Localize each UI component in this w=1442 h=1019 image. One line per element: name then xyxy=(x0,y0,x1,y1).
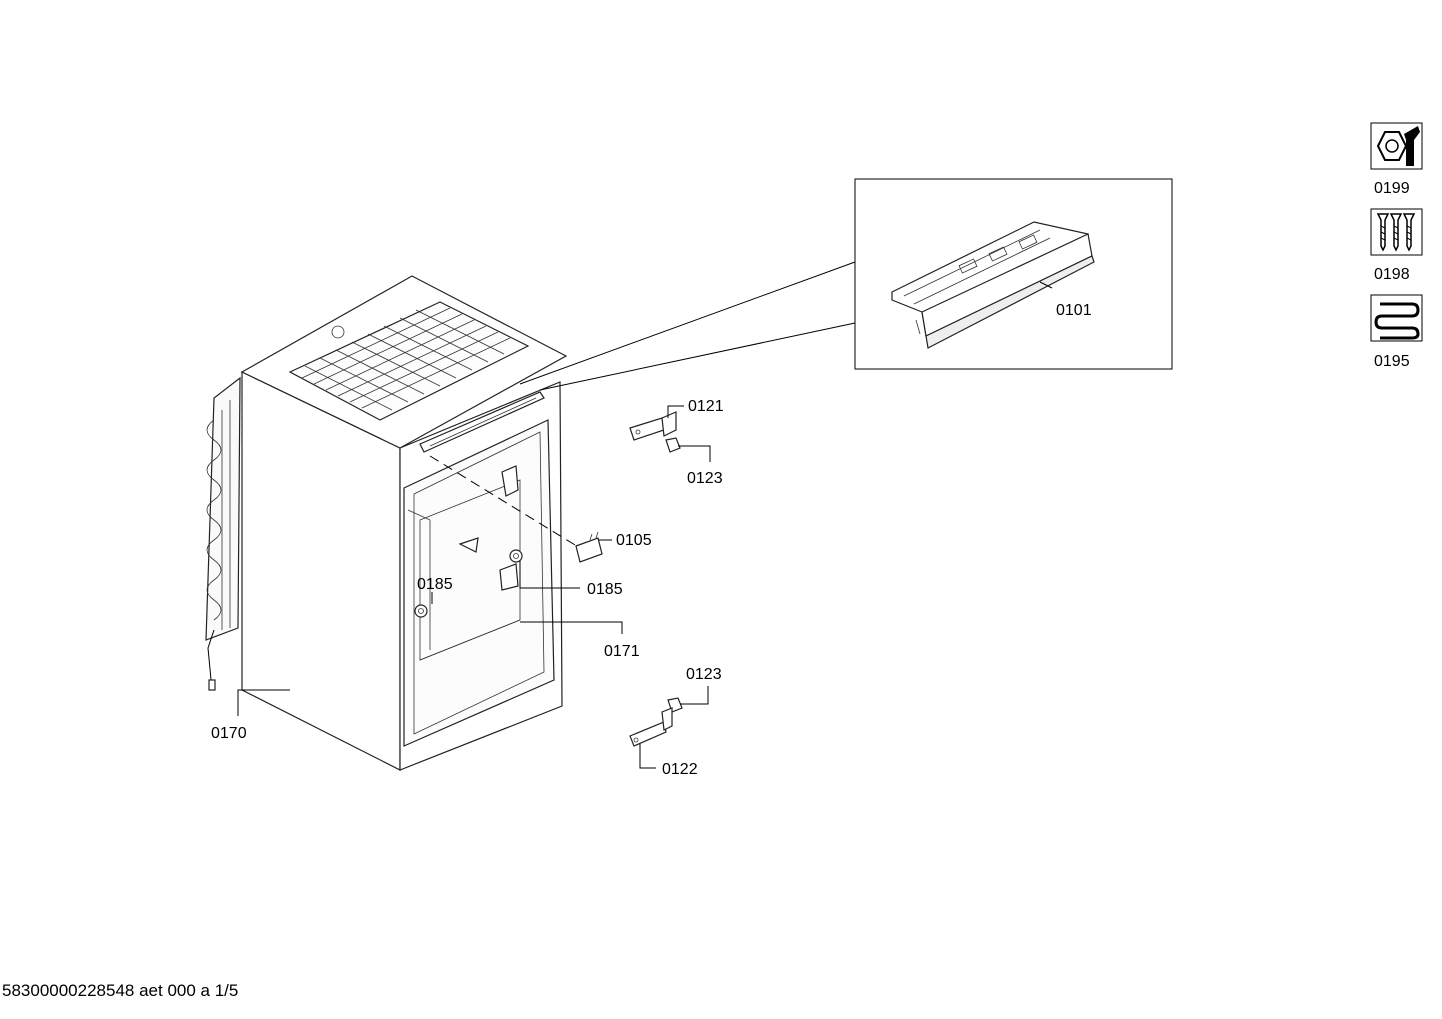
label-0195: 0195 xyxy=(1374,353,1410,370)
callout-line-bottom xyxy=(539,322,856,391)
label-0198: 0198 xyxy=(1374,266,1410,283)
label-0122: 0122 xyxy=(662,761,698,778)
lower-hinge-bracket xyxy=(629,707,673,747)
document-footer: 58300000228548 aet 000 a 1/5 xyxy=(2,981,239,1000)
detail-zoom-box xyxy=(854,178,1173,370)
cabinet-body xyxy=(240,275,581,771)
control-module xyxy=(891,221,1095,349)
label-0123-top: 0123 xyxy=(687,470,723,487)
leader-0101 xyxy=(1039,281,1053,289)
leader-0122 xyxy=(639,744,656,769)
label-0123-bottom: 0123 xyxy=(686,666,722,683)
callout-line-top xyxy=(519,261,856,385)
nut-wrench-icon xyxy=(1370,122,1423,170)
upper-hinge-pin xyxy=(665,437,681,453)
leader-0123-bottom xyxy=(680,686,709,705)
label-0170: 0170 xyxy=(211,725,247,742)
label-0171: 0171 xyxy=(604,643,640,660)
screws-icon xyxy=(1370,208,1423,256)
condenser-coil xyxy=(205,376,241,691)
label-0185-left: 0185 xyxy=(417,576,453,593)
label-0121: 0121 xyxy=(688,398,724,415)
leader-0121 xyxy=(667,405,684,418)
leader-0123-top xyxy=(678,445,711,462)
leader-0170 xyxy=(237,689,290,716)
heating-coil-icon xyxy=(1370,294,1423,342)
label-0105: 0105 xyxy=(616,532,652,549)
leader-0171 xyxy=(520,621,623,634)
label-0199: 0199 xyxy=(1374,180,1410,197)
leader-0185-right xyxy=(519,560,580,589)
door-switch xyxy=(575,531,603,563)
upper-hinge-bracket xyxy=(629,411,677,441)
label-0185-right: 0185 xyxy=(587,581,623,598)
label-0101: 0101 xyxy=(1056,302,1092,319)
